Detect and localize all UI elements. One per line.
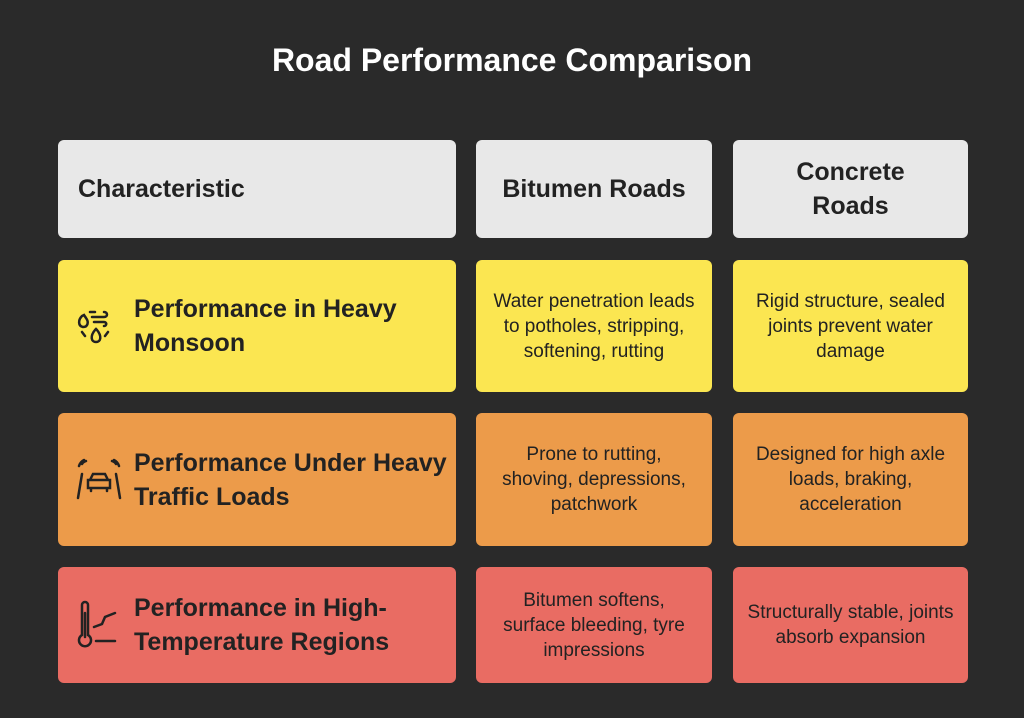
row-temperature-bitumen: Bitumen softens, surface bleeding, tyre …: [476, 567, 712, 683]
row-temperature-concrete: Structurally stable, joints absorb expan…: [733, 567, 968, 683]
characteristic-label: Performance in Heavy Monsoon: [134, 295, 397, 357]
rain-wind-icon: [77, 310, 110, 344]
bitumen-text: Water penetration leads to potholes, str…: [493, 290, 695, 362]
concrete-text: Designed for high axle loads, braking, a…: [755, 444, 946, 515]
row-monsoon-bitumen: Water penetration leads to potholes, str…: [476, 260, 712, 392]
concrete-text: Structurally stable, joints absorb expan…: [747, 602, 954, 648]
bitumen-text: Bitumen softens, surface bleeding, tyre …: [503, 589, 685, 661]
page-title: Road Performance Comparison: [271, 42, 753, 78]
row-traffic-bitumen: Prone to rutting, shoving, depressions, …: [476, 413, 712, 546]
row-monsoon-concrete: Rigid structure, sealed joints prevent w…: [733, 260, 968, 392]
characteristic-label: Performance in High-Temperature Regions: [134, 594, 390, 656]
car-road-icon: [76, 458, 122, 499]
row-monsoon-characteristic: Performance in Heavy Monsoon: [58, 260, 456, 392]
header-characteristic: Characteristic: [58, 140, 456, 238]
concrete-text: Rigid structure, sealed joints prevent w…: [755, 290, 946, 362]
row-traffic-concrete: Designed for high axle loads, braking, a…: [733, 413, 968, 546]
row-traffic-characteristic: Performance Under Heavy Traffic Loads: [58, 413, 456, 546]
characteristic-label: Performance Under Heavy Traffic Loads: [134, 448, 447, 511]
bitumen-text: Prone to rutting, shoving, depressions, …: [502, 444, 686, 515]
row-temperature-characteristic: Performance in High-Temperature Regions: [58, 567, 456, 683]
header-concrete: Concrete Roads: [733, 140, 968, 238]
thermometer-icon: [77, 600, 117, 648]
header-bitumen: Bitumen Roads: [476, 140, 712, 238]
